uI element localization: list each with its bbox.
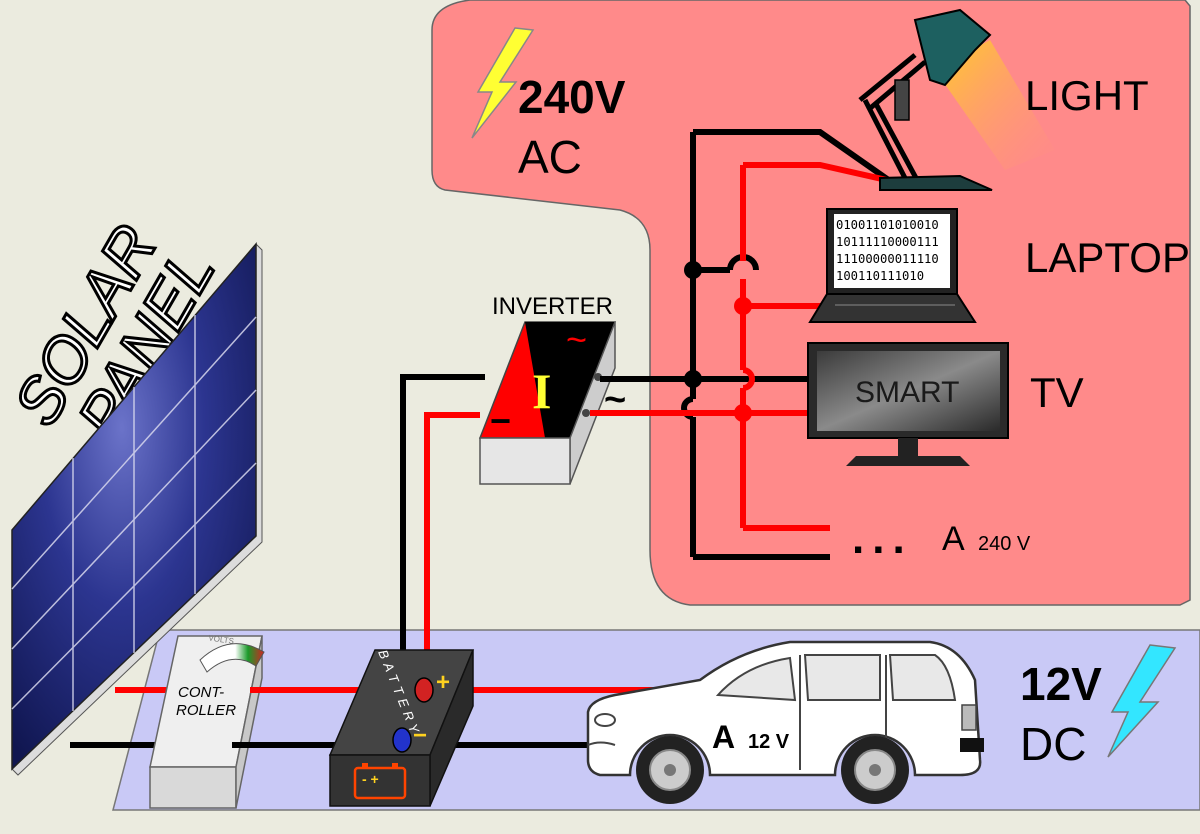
ac-type: AC — [518, 131, 582, 183]
battery-plus: + — [436, 669, 450, 696]
smart-tv-icon: SMART — [807, 342, 1009, 466]
battery-minus: − — [413, 722, 427, 749]
charge-controller: VOLTS CONT- ROLLER — [149, 633, 265, 809]
dc-type: DC — [1020, 718, 1086, 770]
battery-positive-terminal — [414, 677, 434, 703]
dc-voltage: 12V — [1020, 658, 1102, 710]
laptop-screen-line4: 100110111010 — [836, 269, 924, 283]
more-appliances-label: A — [942, 520, 965, 558]
inverter-dc-minus: − — [490, 400, 511, 441]
controller-label-line1: CONT- — [178, 684, 224, 701]
controller-label-line2: ROLLER — [176, 702, 236, 719]
volts-meter-icon — [199, 643, 265, 673]
laptop-icon: 01001101010010 10111110000111 1110000001… — [808, 208, 977, 323]
inverter-label: INVERTER — [492, 293, 613, 320]
solar-panel — [11, 241, 263, 776]
ac-voltage: 240V — [518, 71, 626, 123]
svg-text:- +: - + — [362, 771, 379, 787]
lightning-bolt-ac-icon — [471, 27, 535, 139]
light-label: LIGHT — [1025, 72, 1149, 119]
laptop-label: LAPTOP — [1025, 234, 1190, 281]
battery: BATTERY - + + − — [328, 648, 475, 807]
car-label: A — [712, 719, 735, 755]
more-appliances-dots: ... — [852, 514, 913, 563]
inverter-symbol: I — [532, 363, 551, 419]
suv-car-icon: A 12 V — [586, 640, 984, 804]
battery-warning-icon: - + — [353, 763, 407, 800]
laptop-screen-line2: 10111110000111 — [836, 235, 939, 249]
more-appliances-voltage: 240 V — [978, 533, 1031, 555]
car-voltage: 12 V — [748, 731, 790, 753]
desk-lamp-icon — [858, 8, 1055, 191]
meter-label: VOLTS — [208, 633, 235, 645]
lightning-bolt-dc-icon — [1107, 644, 1177, 758]
tv-screen-text: SMART — [855, 376, 959, 409]
battery-negative-terminal — [392, 727, 412, 753]
laptop-screen-line3: 11100000011110 — [836, 252, 939, 266]
laptop-screen-line1: 01001101010010 — [836, 218, 939, 232]
tv-label: TV — [1030, 369, 1084, 416]
inverter: INVERTER I ~ − ~ — [478, 293, 626, 485]
inverter-ac-symbol: ~ — [566, 319, 587, 360]
